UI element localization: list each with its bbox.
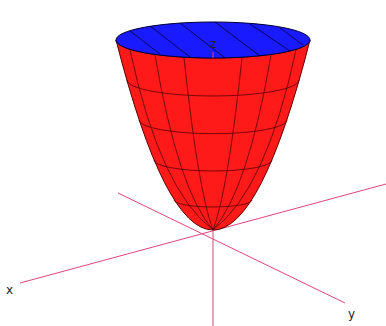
z-axis	[213, 230, 214, 326]
axis-label: y	[348, 308, 355, 320]
mesh-lines	[127, 50, 299, 230]
cap-mesh	[130, 22, 303, 58]
paraboloid-surface	[116, 40, 310, 230]
axis-label: x	[6, 284, 13, 296]
top-cap	[116, 22, 310, 58]
z-axis-top	[213, 52, 214, 58]
axis-label: z	[210, 38, 216, 50]
